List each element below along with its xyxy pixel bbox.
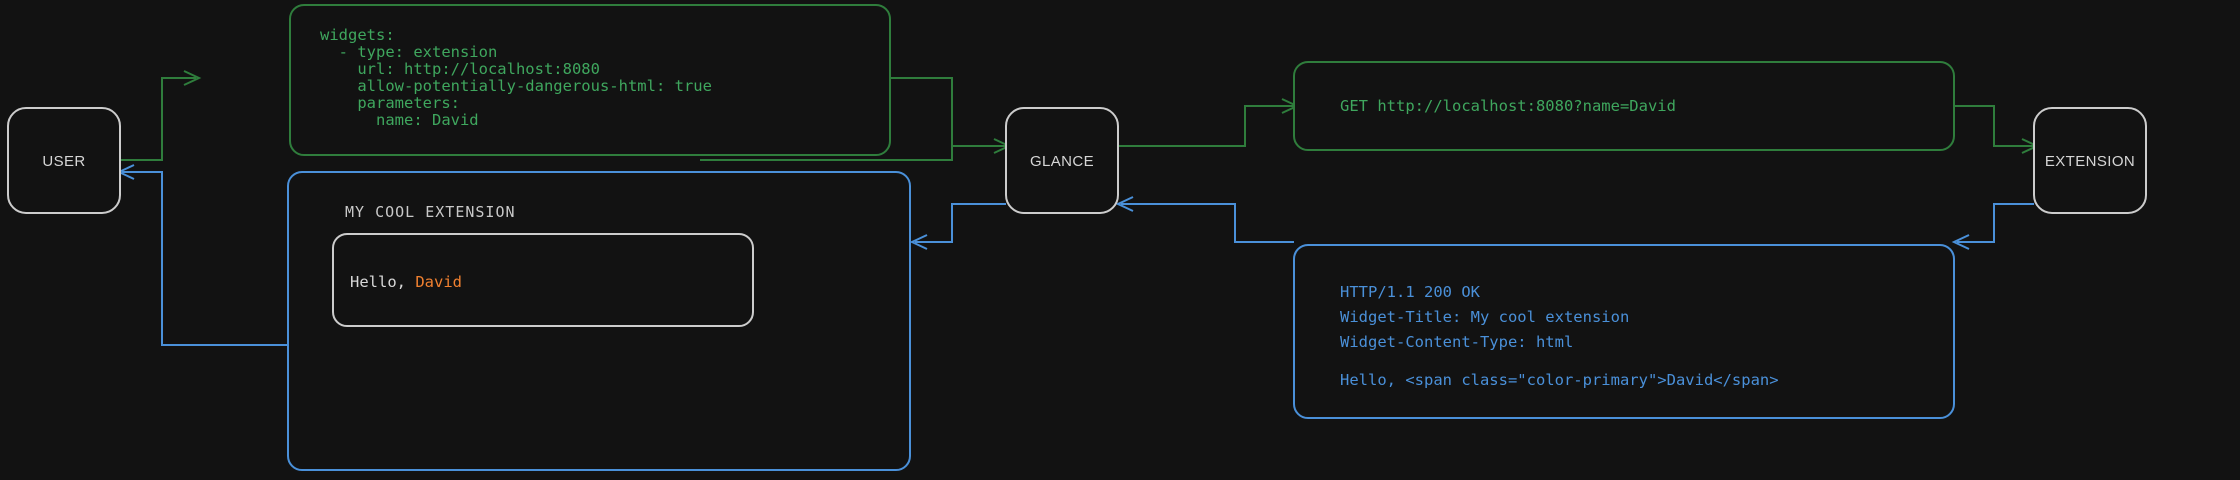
request-line-0: GET http://localhost:8080?name=David [1340,97,1676,115]
widget-content-frame [332,233,754,327]
widget-content-accent: David [415,273,462,291]
edge-response-to-glance [1115,196,1294,243]
widget-title: MY COOL EXTENSION [345,203,516,221]
edge-extension-to-response [1951,203,2034,250]
response-line-2: Widget-Content-Type: html [1340,333,1573,351]
widget-content-text: Hello, David [350,273,462,291]
yaml-line-4: parameters: [320,94,460,112]
edge-glance-to-widget [909,203,1006,250]
box-http-request: GET http://localhost:8080?name=David [1293,61,1955,151]
response-line-1: Widget-Title: My cool extension [1340,308,1629,326]
box-rendered-widget: MY COOL EXTENSION Hello, David [287,171,911,471]
yaml-line-3: allow-potentially-dangerous-html: true [320,77,712,95]
edge-glance-to-request [1118,98,1300,147]
response-line-4: Hello, <span class="color-primary">David… [1340,371,1779,389]
node-extension-label: EXTENSION [2045,153,2135,170]
edge-widget-to-user [116,164,288,346]
node-extension[interactable]: EXTENSION [2033,107,2147,214]
response-line-0: HTTP/1.1 200 OK [1340,283,1481,301]
yaml-line-2: url: http://localhost:8080 [320,60,600,78]
node-glance[interactable]: GLANCE [1005,107,1119,214]
box-http-response: HTTP/1.1 200 OK Widget-Title: My cool ex… [1293,244,1955,419]
yaml-line-1: - type: extension [320,43,497,61]
box-yaml-config: widgets: - type: extension url: http://l… [289,4,891,156]
yaml-line-5: name: David [320,111,479,129]
edge-config-to-glance-line [890,77,1012,154]
yaml-line-0: widgets: [320,26,395,44]
edge-user-to-config [119,70,202,161]
edge-request-to-extension [1954,105,2040,154]
widget-content-prefix: Hello, [350,273,415,291]
node-user-label: USER [42,153,85,170]
node-user[interactable]: USER [7,107,121,214]
node-glance-label: GLANCE [1030,153,1094,170]
